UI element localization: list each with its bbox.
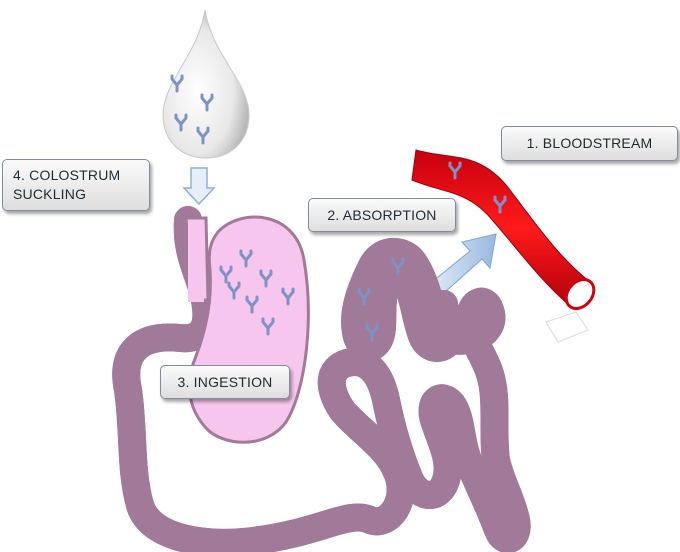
bloodstream-label: 1. BLOODSTREAM (501, 126, 678, 161)
bloodstream-label-text: 1. BLOODSTREAM (527, 134, 653, 153)
absorption-label: 2. ABSORPTION (308, 198, 456, 232)
colostrum-drop-icon (130, 0, 267, 165)
ingestion-label: 3. INGESTION (160, 365, 290, 399)
absorption-arrow-icon (432, 234, 496, 293)
down-arrow-icon (184, 168, 214, 204)
colostrum-suckling-label-text: 4. COLOSTRUM SUCKLING (13, 166, 120, 204)
colostrum-suckling-label: 4. COLOSTRUM SUCKLING (2, 159, 150, 211)
ingestion-label-text: 3. INGESTION (178, 373, 273, 392)
absorption-label-text: 2. ABSORPTION (327, 206, 436, 225)
